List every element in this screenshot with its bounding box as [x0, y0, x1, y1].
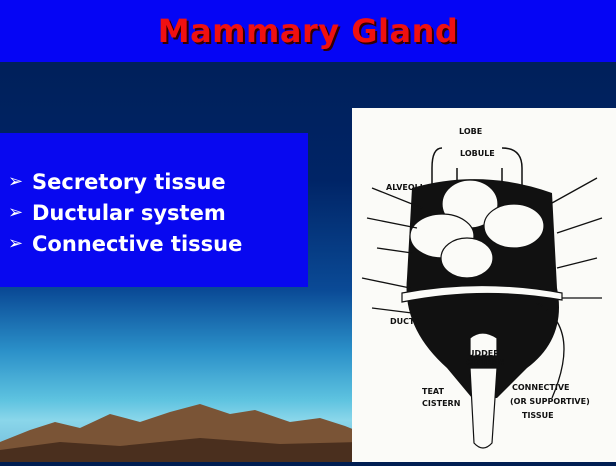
bullet-text: Secretory tissue — [32, 169, 226, 194]
arrow-bullet-icon: ➢ — [8, 171, 24, 192]
diagram-drawing: LOBE LOBULE ALVEOLI DUCTS UDDER CISTERN … — [361, 127, 603, 449]
bullet-item: ➢ Secretory tissue — [8, 166, 308, 197]
mountain-landscape — [0, 404, 360, 462]
label-udder-cistern: CISTERN — [466, 358, 504, 367]
bullet-list: ➢ Secretory tissue ➢ Ductular system ➢ Conn… — [0, 133, 308, 287]
arrow-bullet-icon: ➢ — [8, 202, 24, 223]
label-alveoli: ALVEOLI — [386, 183, 423, 192]
label-lobe: LOBE — [459, 127, 482, 136]
label-lobule: LOBULE — [460, 149, 495, 158]
title-bar: Mammary Gland — [0, 0, 616, 62]
slide-title: Mammary Gland — [157, 12, 459, 50]
label-udder-cistern: UDDER — [468, 349, 499, 358]
label-teat-cistern: TEAT — [422, 387, 444, 396]
bullet-item: ➢ Connective tissue — [8, 228, 308, 259]
label-connective-tissue: CONNECTIVE — [512, 383, 570, 392]
label-ducts: DUCTS — [390, 317, 420, 326]
label-teat-cistern: CISTERN — [422, 399, 460, 408]
mammary-gland-diagram: LOBE LOBULE ALVEOLI DUCTS UDDER CISTERN … — [352, 108, 616, 462]
label-connective-tissue: TISSUE — [522, 411, 554, 420]
bullet-text: Connective tissue — [32, 231, 243, 256]
arrow-bullet-icon: ➢ — [8, 233, 24, 254]
bullet-item: ➢ Ductular system — [8, 197, 308, 228]
label-connective-tissue: (OR SUPPORTIVE) — [510, 397, 590, 406]
bullet-text: Ductular system — [32, 200, 226, 225]
